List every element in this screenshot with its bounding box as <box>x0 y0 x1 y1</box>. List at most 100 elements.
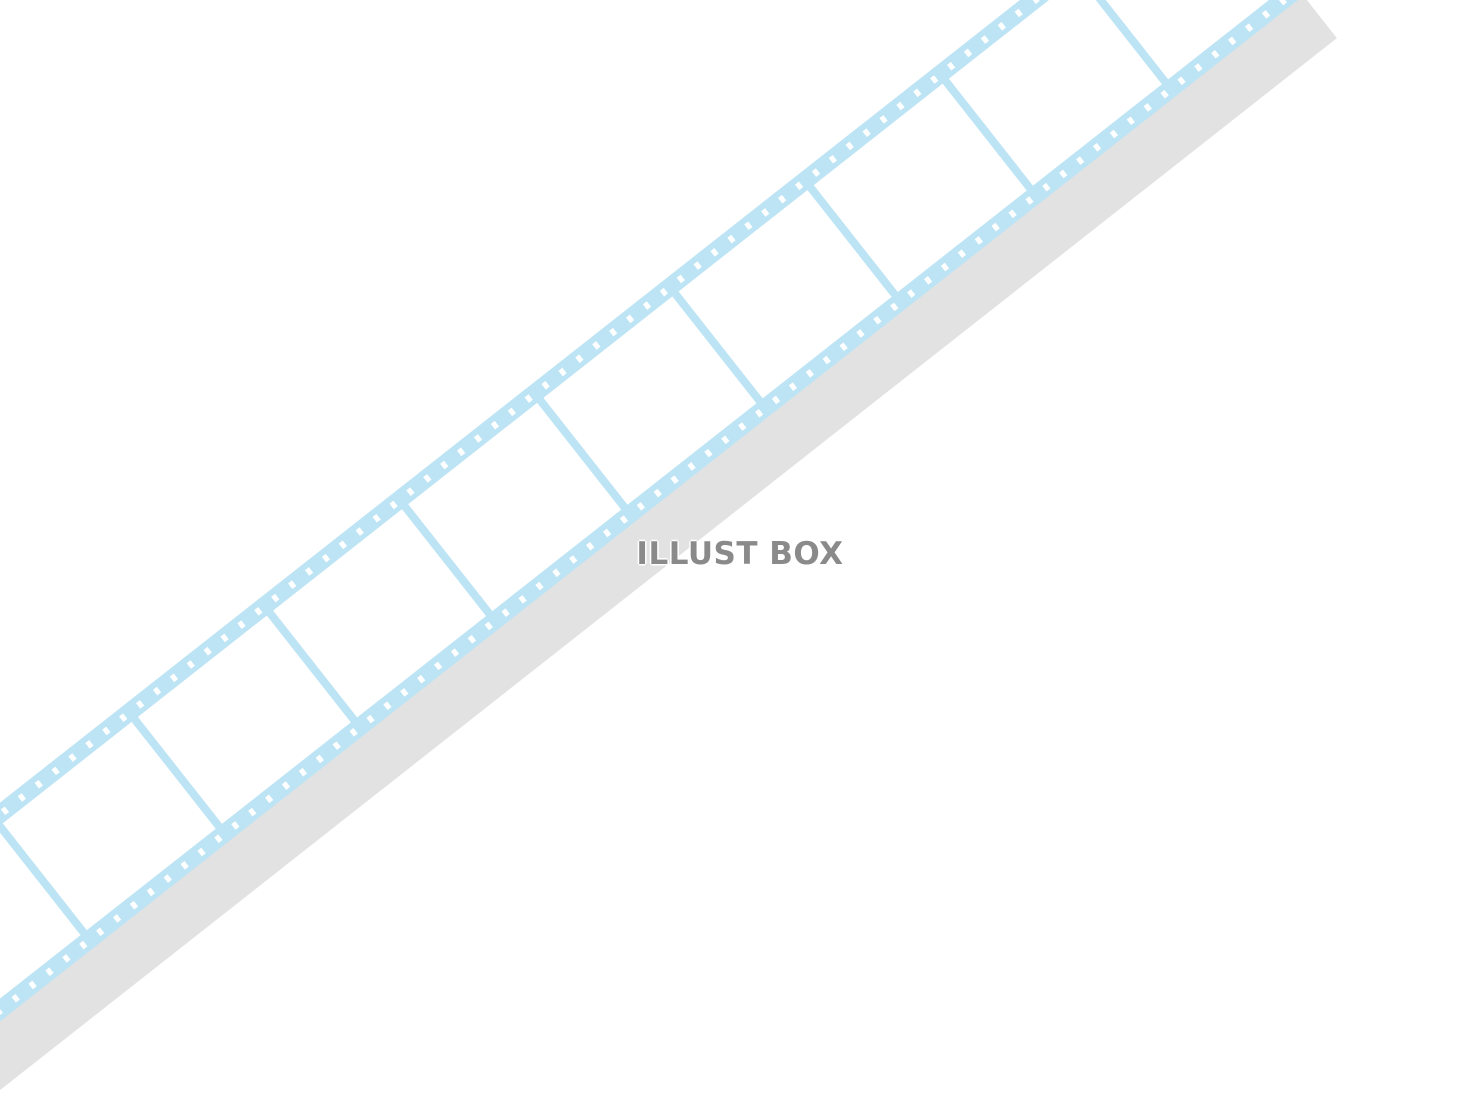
film-sprocket-hole <box>879 115 888 124</box>
film-sprocket-hole <box>1014 8 1023 18</box>
film-sprocket-hole <box>1031 0 1040 5</box>
film-sprocket-hole <box>991 222 1000 232</box>
film-sprocket-hole <box>907 289 916 298</box>
film-sprocket-hole <box>619 515 629 524</box>
film-sprocket-hole <box>214 834 223 844</box>
film-sprocket-hole <box>457 447 466 457</box>
film-sprocket-hole <box>220 633 229 643</box>
film-sprocket-hole <box>281 781 291 790</box>
film-sprocket-hole <box>501 608 510 617</box>
film-sprocket-hole <box>721 435 730 445</box>
film-sprocket-hole <box>569 555 578 564</box>
film-sprocket-hole <box>609 327 618 337</box>
film-sprocket-hole <box>659 287 669 297</box>
film-sprocket-hole <box>788 382 798 391</box>
film-sprocket-hole <box>0 1007 3 1016</box>
film-sprocket-hole <box>180 861 189 870</box>
film-strip-background <box>0 0 1459 1047</box>
film-sprocket-hole <box>406 487 415 496</box>
film-sprocket-hole <box>524 394 533 403</box>
film-sprocket-hole <box>372 513 381 523</box>
film-sprocket-hole <box>96 927 105 937</box>
film-frame-divider <box>1076 0 1170 86</box>
film-sprocket-hole <box>693 261 702 270</box>
film-sprocket-hole <box>997 22 1006 31</box>
film-sprocket-hole <box>383 701 392 711</box>
film-sprocket-hole <box>923 275 933 285</box>
film-sprocket-hole <box>17 793 26 802</box>
film-sprocket-hole <box>79 940 88 950</box>
film-sprocket-hole <box>304 567 314 576</box>
film-sprocket-hole <box>1109 129 1119 139</box>
film-sprocket-hole <box>45 967 54 976</box>
film-sprocket-hole <box>298 767 308 777</box>
film-sprocket-hole <box>1092 143 1102 152</box>
film-sprocket-hole <box>265 794 274 804</box>
film-sprocket-hole <box>913 88 922 98</box>
film-sprocket-hole <box>366 714 375 724</box>
film-sprocket-hole <box>473 434 483 443</box>
film-sprocket-hole <box>400 688 409 697</box>
film-sprocket-hole <box>558 367 567 377</box>
film-sprocket-hole <box>146 887 156 897</box>
film-sprocket-hole <box>738 422 747 431</box>
film-frame-divider <box>130 715 224 831</box>
film-sprocket-hole <box>963 48 973 58</box>
film-sprocket-hole <box>490 420 500 430</box>
film-sprocket-hole <box>152 686 162 696</box>
film-sprocket-hole <box>338 540 347 550</box>
film-sprocket-hole <box>129 900 139 910</box>
film-sprocket-hole <box>423 474 432 483</box>
film-sprocket-hole <box>484 621 493 631</box>
film-sprocket-hole <box>315 754 324 764</box>
film-sprocket-hole <box>1261 10 1271 19</box>
film-sprocket-hole <box>862 128 871 137</box>
film-sprocket-hole <box>119 713 128 722</box>
film-sprocket-hole <box>676 274 685 284</box>
film-sprocket-hole <box>0 806 10 816</box>
film-sprocket-hole <box>271 593 280 603</box>
film-sprocket-hole <box>349 728 358 737</box>
film-sprocket-hole <box>321 553 331 563</box>
film-sprocket-hole <box>417 674 426 684</box>
film-sprocket-hole <box>771 395 781 405</box>
film-sprocket-hole <box>248 807 257 817</box>
film-sprocket-hole <box>541 380 550 390</box>
film-sprocket-hole <box>642 301 652 310</box>
film-sprocket-hole <box>440 460 449 470</box>
film-sprocket-hole <box>754 408 764 418</box>
film-sprocket-hole <box>433 661 443 671</box>
film-sprocket-hole <box>828 154 837 164</box>
film-sprocket-hole <box>1244 23 1254 32</box>
film-frame-divider <box>806 183 900 299</box>
film-sprocket-hole <box>1008 209 1017 219</box>
film-sprocket-hole <box>625 314 635 324</box>
film-sprocket-hole <box>839 342 848 352</box>
film-sprocket-hole <box>1177 76 1186 86</box>
film-sprocket-hole <box>535 581 544 591</box>
film-sprocket-hole <box>163 874 172 883</box>
film-sprocket-hole <box>552 568 561 578</box>
film-sprocket-hole <box>930 75 939 84</box>
film-sprocket-hole <box>670 475 679 485</box>
film-sprocket-hole <box>822 355 831 365</box>
film-sprocket-hole <box>744 221 753 231</box>
film-frame-divider <box>265 609 359 724</box>
film-sprocket-hole <box>856 329 865 338</box>
film-sprocket-hole <box>518 595 527 604</box>
film-sprocket-hole <box>507 407 516 417</box>
film-sprocket-hole <box>761 208 770 217</box>
film-sprocket-hole <box>1211 49 1220 59</box>
film-sprocket-hole <box>1160 89 1169 99</box>
film-sprocket-hole <box>1059 169 1068 179</box>
film-sprocket-hole <box>237 620 246 629</box>
film-sprocket-hole <box>169 673 179 683</box>
film-sprocket-hole <box>135 700 145 709</box>
film-sprocket-hole <box>288 580 297 590</box>
film-sprocket-hole <box>575 354 584 363</box>
film-sprocket-hole <box>586 541 595 551</box>
film-sprocket-hole <box>11 993 20 1003</box>
film-sprocket-hole <box>62 954 71 963</box>
film-sprocket-hole <box>197 847 206 857</box>
